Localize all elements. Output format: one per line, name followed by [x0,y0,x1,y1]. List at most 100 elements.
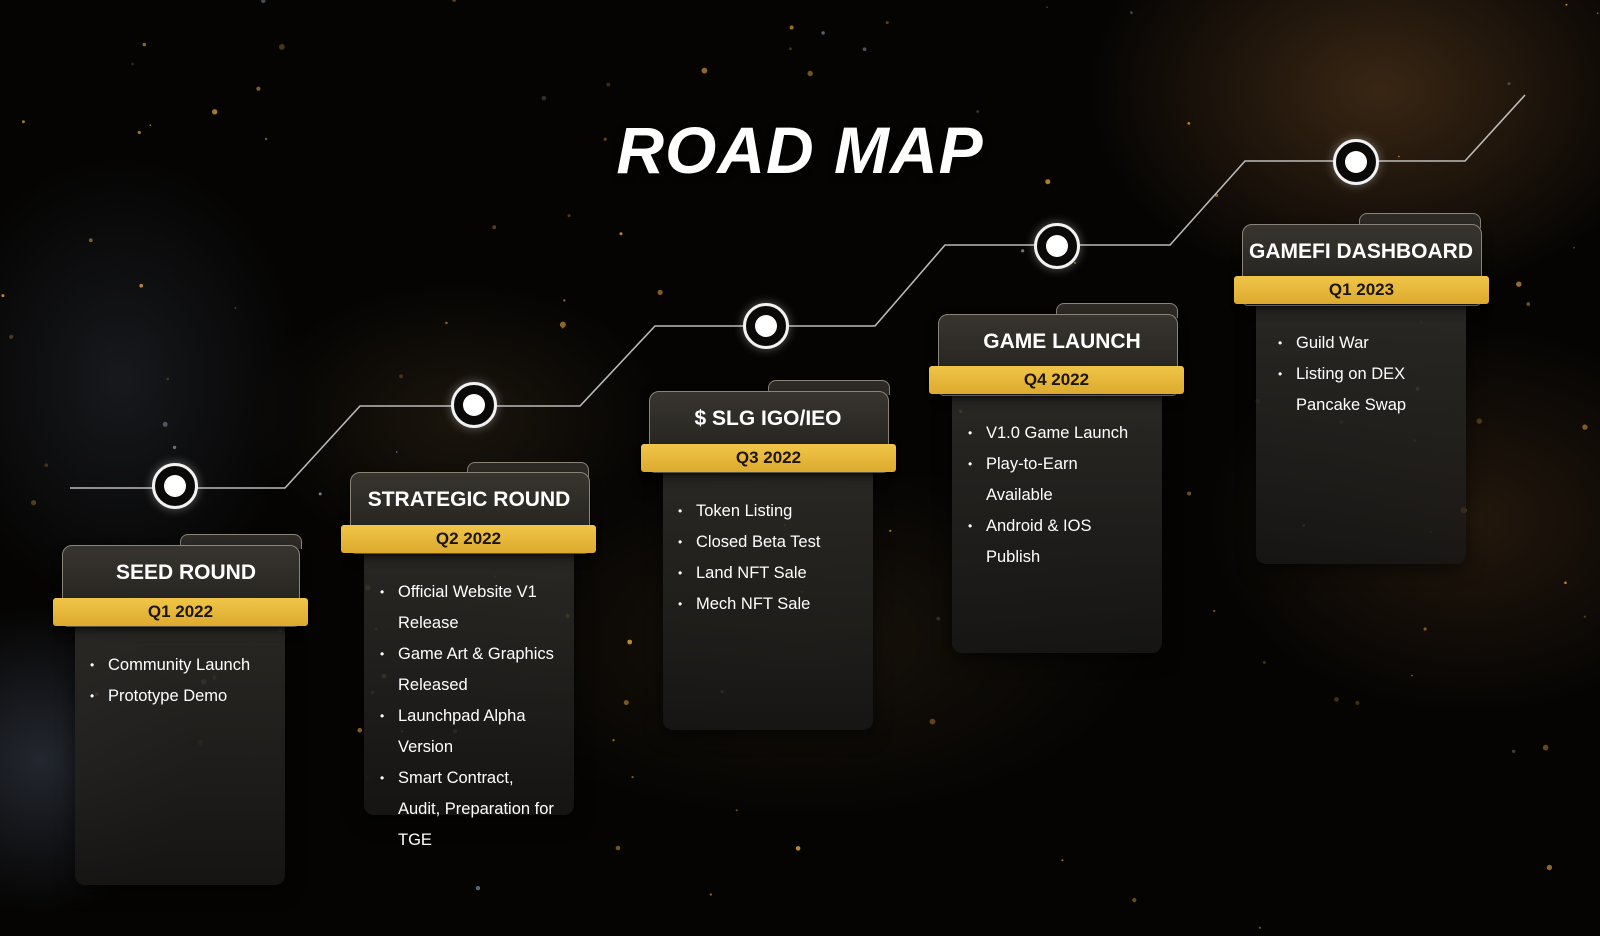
spark [1262,661,1266,664]
spark [1130,11,1133,14]
spark [1021,249,1025,253]
stage-title: GAMEFI DASHBOARD [1249,240,1473,263]
milestone-item: Game Art & Graphics [380,639,590,670]
spark [862,47,867,51]
spark [234,307,237,309]
spark [1596,12,1599,15]
milestone-item: Mech NFT Sale [678,589,878,620]
spark [709,893,712,896]
spark [619,232,623,236]
quarter-badge: Q2 2022 [341,525,596,553]
spark [795,846,801,851]
spark [1565,3,1568,6]
spark [1423,627,1427,631]
spark [1507,82,1511,86]
spark [735,809,738,812]
spark [261,0,266,3]
spark [789,25,794,30]
stage-title: $ SLG IGO/IEO [694,407,842,430]
spark [1476,418,1483,424]
spark [603,137,607,141]
spark [976,110,979,113]
spark [821,31,825,35]
spark [137,130,141,135]
spark [318,492,322,496]
milestone-item-continued: Audit, Preparation for [398,800,554,818]
milestone-item-continued: Publish [986,548,1041,566]
spark [885,21,889,25]
milestone-item: Land NFT Sale [678,558,878,589]
spark [567,214,571,218]
spark [612,739,615,742]
milestone-item: Token Listing [678,496,878,527]
spark [30,500,37,506]
spark [627,639,633,645]
spark [701,67,708,74]
milestone-item-continued: Released [398,676,468,694]
spark [1411,674,1413,677]
spark [563,299,566,302]
spark [1564,581,1567,585]
spark [1582,424,1588,430]
spark [445,321,448,325]
spark [1546,864,1553,871]
spark [172,445,177,450]
timeline-node-q4-2022 [1034,223,1080,269]
spark [1061,859,1064,862]
milestone-item: Listing on DEX [1278,359,1478,390]
spark [1046,6,1048,8]
milestone-list: Official Website V1 Release Game Art & G… [380,577,590,856]
timeline-node-q1-2022 [152,463,198,509]
spark [929,718,936,725]
spark [1187,491,1192,496]
milestone-list: Community Launch Prototype Demo [90,650,280,712]
page-title: ROAD MAP [616,113,984,187]
spark [21,120,25,124]
spark [492,225,497,230]
milestone-item-continued: Release [398,614,459,632]
spark [131,62,134,66]
spark [166,377,170,381]
spark [44,463,49,468]
spark [1583,615,1586,618]
spark [212,109,218,115]
spark [9,334,14,339]
timeline-node-q1-2023 [1333,139,1379,185]
stage-title: STRATEGIC ROUND [367,488,571,511]
spark [139,283,143,288]
spark [1355,700,1360,706]
milestone-item: Official Website V1 [380,577,590,608]
milestone-item: Closed Beta Test [678,527,878,558]
milestone-item: Smart Contract, [380,763,590,794]
spark [357,727,363,733]
spark [623,700,629,706]
spark [1542,744,1549,751]
spark [395,451,398,453]
milestone-item: Play-to-Earn [968,449,1168,480]
stage-title: SEED ROUND [115,561,257,584]
spark [606,82,611,87]
spark [1132,898,1137,903]
spark [1045,179,1051,185]
stage-title: GAME LAUNCH [983,330,1141,353]
spark [936,616,941,621]
milestone-item: Community Launch [90,650,280,681]
milestone-item-continued: TGE [398,831,432,849]
timeline-node-q3-2022 [743,303,789,349]
spark [559,321,566,328]
spark [162,421,168,427]
spark [615,845,621,851]
spark [1398,155,1400,158]
spark [1258,926,1261,929]
spark [541,95,547,101]
spark [1073,261,1077,265]
spark [631,775,634,779]
spark [1187,122,1191,125]
spark [1573,246,1575,249]
milestone-list: Guild War Listing on DEX Pancake Swap [1278,328,1478,421]
milestone-item-continued: Available [986,486,1053,504]
timeline-node-q2-2022 [451,382,497,428]
milestone-list: Token Listing Closed Beta Test Land NFT … [678,496,878,620]
spark [279,44,285,50]
spark [142,42,146,47]
